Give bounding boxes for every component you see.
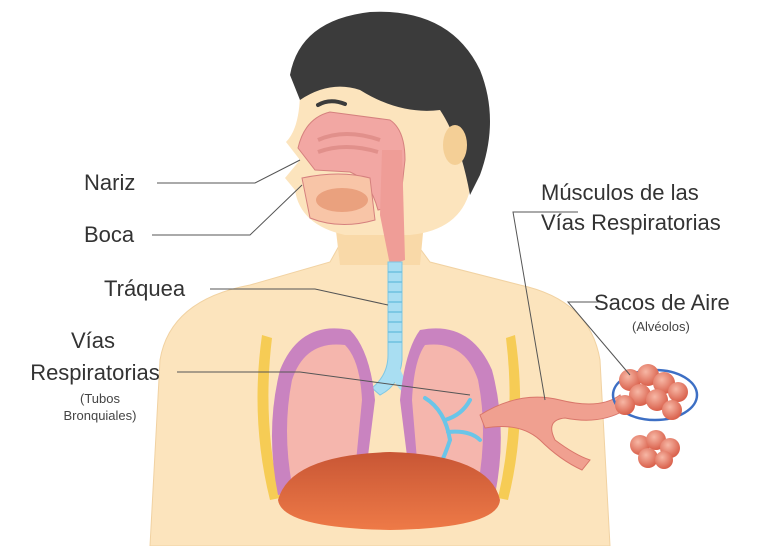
label-vias-sub2: Bronquiales) <box>40 409 160 422</box>
label-boca: Boca <box>84 224 134 246</box>
label-musculos-line2: Vías Respiratorias <box>541 212 721 234</box>
label-traquea: Tráquea <box>104 278 185 300</box>
label-vias-line2: Respiratorias <box>10 362 180 384</box>
label-sacos: Sacos de Aire <box>594 292 730 314</box>
label-sacos-sub: (Alvéolos) <box>632 320 690 333</box>
label-nariz: Nariz <box>84 172 135 194</box>
label-vias-line1: Vías <box>18 330 168 352</box>
alveoli <box>613 364 697 469</box>
ear <box>443 125 467 165</box>
tongue <box>316 188 368 212</box>
label-vias-sub1: (Tubos <box>40 392 160 405</box>
label-musculos-line1: Músculos de las <box>541 182 699 204</box>
